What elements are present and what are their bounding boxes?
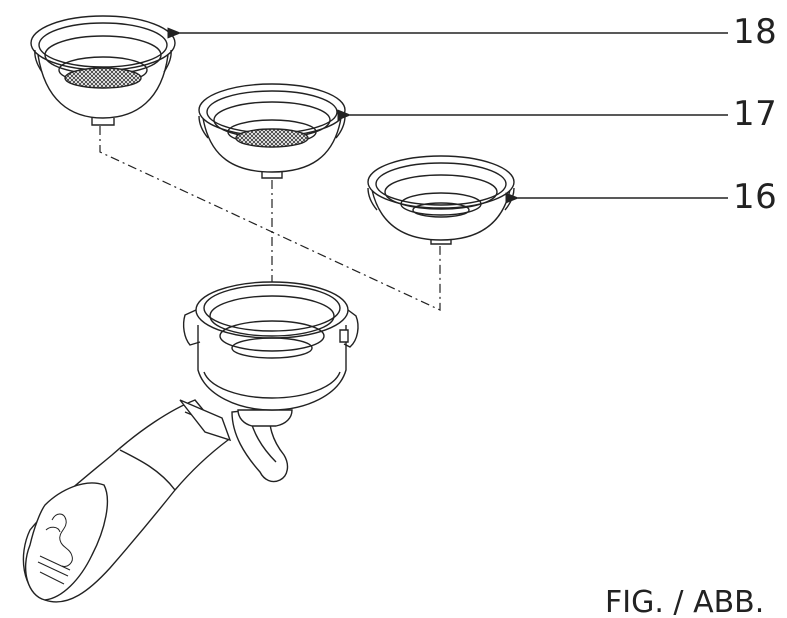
filter-basket-17	[198, 83, 346, 179]
figure-caption: FIG. / ABB.	[605, 585, 765, 618]
part-label-17: 17	[733, 94, 778, 134]
filter-basket-18	[30, 15, 176, 126]
portafilter-handle	[22, 399, 232, 603]
bezzera-logo	[37, 513, 73, 585]
portafilter-body	[182, 281, 359, 411]
leader-lines	[167, 27, 728, 204]
part-label-18: 18	[733, 12, 778, 52]
blind-filter-16	[367, 155, 515, 245]
portafilter-spout	[231, 407, 293, 483]
part-label-16: 16	[733, 177, 778, 217]
